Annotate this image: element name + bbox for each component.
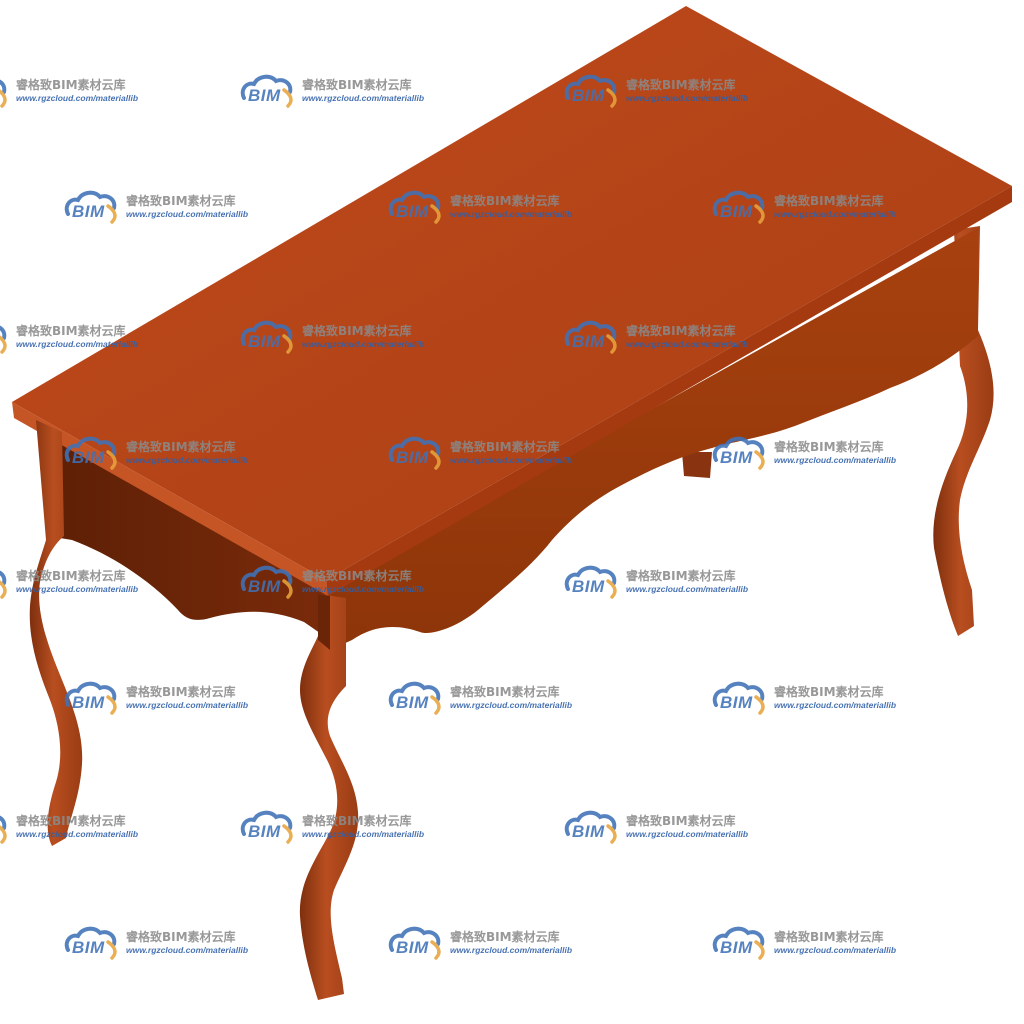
tabletop-surface [12,6,1012,580]
front-left-leg [29,420,83,846]
back-inner-leg [682,452,712,478]
front-corner-leg-shadow [318,594,330,650]
back-right-leg [933,226,994,636]
tabletop-edge-front [326,186,1012,596]
apron-front [330,228,978,650]
front-corner-leg [299,594,359,1000]
